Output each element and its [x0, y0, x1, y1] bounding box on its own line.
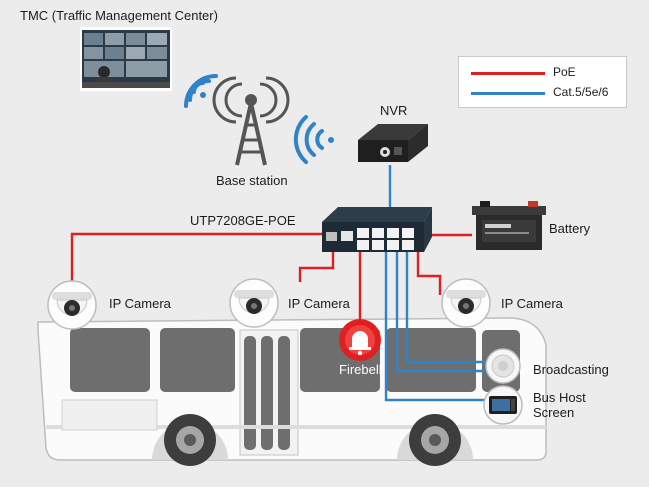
cat-links: [384, 165, 495, 402]
broadcasting-speaker-icon: [485, 348, 521, 384]
tmc-monitor-wall: [80, 27, 172, 91]
switch-device-icon: [322, 207, 432, 252]
legend: PoE Cat.5/5e/6: [458, 56, 627, 108]
legend-item-cat: Cat.5/5e/6: [471, 85, 621, 101]
base-station-label: Base station: [216, 173, 288, 188]
legend-swatch-poe: [471, 72, 545, 75]
bus-wheel-front: [164, 414, 216, 466]
camera-left-label: IP Camera: [109, 296, 171, 311]
poe-link-camera-left: [70, 232, 322, 285]
firebell-icon: [339, 319, 381, 361]
ip-camera-middle-icon: [229, 278, 279, 328]
nvr-label: NVR: [380, 103, 408, 118]
bus-wheel-rear: [409, 414, 461, 466]
broadcasting-label: Broadcasting: [533, 362, 609, 377]
camera-middle-label: IP Camera: [288, 296, 350, 311]
cat-link-broadcasting-a: [395, 250, 495, 373]
cat-link-broadcasting-b: [405, 250, 486, 364]
tmc-title: TMC (Traffic Management Center): [20, 8, 218, 23]
poe-links: [70, 232, 472, 323]
switch-label: UTP7208GE-POE: [190, 213, 296, 228]
ip-camera-left-icon: [47, 280, 97, 330]
poe-link-camera-middle: [298, 250, 335, 282]
firebell-label: Firebell: [339, 362, 382, 377]
wifi-signal-icon-nvr: [293, 115, 334, 164]
camera-right-label: IP Camera: [501, 296, 563, 311]
legend-swatch-cat: [471, 92, 545, 95]
poe-link-camera-right: [416, 250, 442, 295]
battery-icon: [472, 201, 546, 250]
bus-host-screen-label-line2: Screen: [533, 405, 575, 420]
legend-label-poe: PoE: [553, 65, 576, 79]
bus-illustration: [37, 317, 547, 461]
legend-item-poe: PoE: [471, 65, 621, 81]
wifi-signal-icon-tmc: [184, 74, 218, 108]
bus-host-screen-icon: [483, 385, 523, 425]
cat-link-bus-screen: [384, 250, 495, 402]
bus-host-screen-label-line1: Bus Host: [533, 390, 586, 405]
nvr-device-icon: [358, 124, 428, 162]
legend-label-cat: Cat.5/5e/6: [553, 85, 609, 99]
ip-camera-right-icon: [441, 278, 491, 328]
battery-label: Battery: [549, 221, 591, 236]
base-station-tower-icon: [212, 76, 290, 166]
